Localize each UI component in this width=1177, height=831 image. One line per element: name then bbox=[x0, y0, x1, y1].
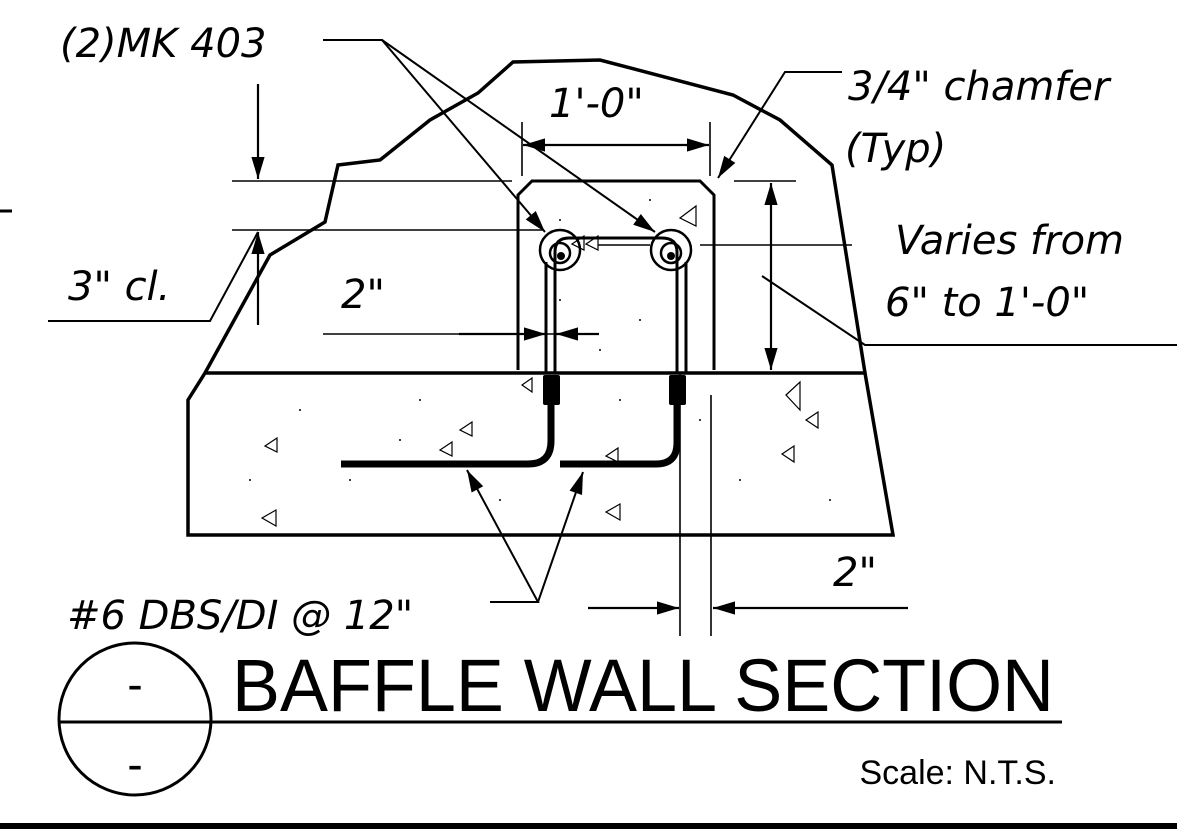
baffle-wall bbox=[516, 179, 716, 370]
chamfer-typ-note: (Typ) bbox=[845, 126, 946, 172]
rock-outline bbox=[203, 58, 867, 374]
mark-label: (2)MK 403 bbox=[60, 21, 266, 67]
section-bubble bbox=[57, 641, 213, 797]
clear-cover-note: 3" cl. bbox=[68, 264, 170, 310]
width-dimension: 1'-0" bbox=[549, 81, 644, 127]
inner-spacing-dimension: 2" bbox=[341, 272, 385, 318]
sheet-number: - bbox=[127, 738, 142, 790]
drawing-title: BAFFLE WALL SECTION bbox=[232, 644, 1054, 727]
varies-note: Varies from bbox=[895, 218, 1124, 264]
scale-note: Scale: N.T.S. bbox=[859, 754, 1056, 792]
dimension-arrows bbox=[251, 84, 908, 615]
longitudinal-bars bbox=[538, 228, 693, 272]
concrete-aggregate-marks bbox=[260, 204, 819, 528]
mk403-stirrup bbox=[553, 236, 679, 372]
section-number: - bbox=[127, 658, 142, 710]
rebar-couplers bbox=[543, 375, 686, 405]
edge-spacing-dimension: 2" bbox=[833, 550, 877, 596]
leader-lines bbox=[48, 39, 1177, 603]
mk403-stirrup-inner bbox=[544, 262, 688, 372]
concrete-dots bbox=[249, 199, 831, 501]
dimension-lines bbox=[232, 122, 852, 636]
dowel-bar-right bbox=[560, 400, 681, 468]
dowel-bar-left bbox=[341, 400, 555, 468]
chamfer-note: 3/4" chamfer bbox=[848, 64, 1112, 110]
concrete-footing bbox=[186, 371, 896, 537]
dowel-bar-label: #6 DBS/DI @ 12" bbox=[67, 593, 413, 639]
varies-range-note: 6" to 1'-0" bbox=[885, 280, 1089, 326]
